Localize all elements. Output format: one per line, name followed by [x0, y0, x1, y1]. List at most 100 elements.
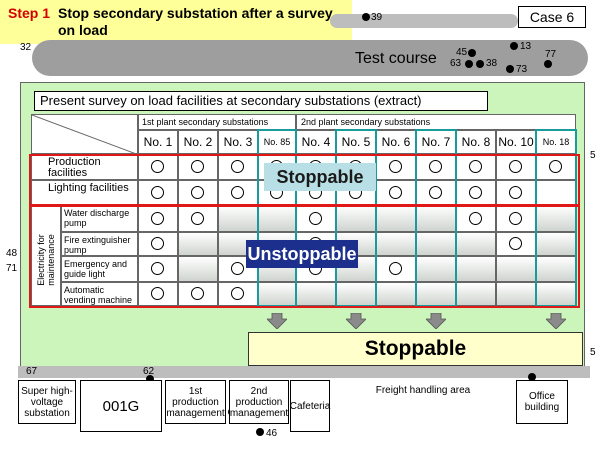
facility-box: 001G: [80, 380, 162, 432]
load-mark-circle: [429, 185, 442, 199]
survey-title: Present survey on load facilities at sec…: [34, 91, 488, 111]
unstoppable-rows-box: [29, 205, 580, 308]
row-label: Fire extinguisher pump: [61, 232, 138, 256]
category-cell: Electricity for maintenance: [31, 205, 61, 306]
map-marker: [506, 65, 514, 73]
table-cell: [178, 282, 218, 306]
map-number: 5: [590, 150, 596, 161]
group-header-1st: 1st plant secondary substations: [138, 114, 296, 130]
down-arrow-icon: [545, 312, 567, 330]
map-marker: [362, 13, 370, 21]
load-mark-circle: [231, 262, 244, 275]
table-cell: [416, 282, 456, 306]
table-cell: [416, 232, 456, 256]
step-text: Stop secondary substation after a survey…: [58, 5, 333, 38]
map-road-top: [330, 14, 518, 28]
load-mark-circle: [509, 160, 522, 173]
load-mark-circle: [151, 211, 164, 225]
map-marker: [476, 60, 484, 68]
table-cell: [178, 205, 218, 232]
stoppable-label: Stoppable: [264, 163, 376, 191]
down-arrow-icon: [425, 312, 447, 330]
down-arrow-icon: [266, 312, 288, 330]
map-marker: [544, 60, 552, 68]
map-number: 67: [26, 366, 38, 377]
facility-box: 1st production management: [165, 380, 226, 424]
map-marker: [468, 49, 476, 57]
row-label: Water discharge pump: [61, 205, 138, 232]
map-number: 48: [6, 248, 18, 259]
case-label: Case 6: [518, 6, 586, 28]
table-cell: [296, 282, 336, 306]
column-header: No. 8: [456, 130, 496, 154]
load-mark-circle: [231, 160, 244, 173]
table-cell: [178, 232, 218, 256]
load-mark-circle: [151, 185, 164, 199]
map-number: 32: [20, 42, 32, 53]
load-mark-circle: [469, 160, 482, 173]
column-header: No. 3: [218, 130, 258, 154]
map-road-bottom: [18, 366, 590, 378]
load-mark-circle: [429, 160, 442, 173]
test-course-track: [32, 40, 588, 76]
load-mark-circle: [191, 287, 204, 300]
map-number: 71: [6, 263, 18, 274]
map-number: 63: [450, 58, 462, 69]
test-course-label: Test course: [355, 50, 437, 67]
map-marker: [510, 42, 518, 50]
column-header: No. 2: [178, 130, 218, 154]
load-mark-circle: [151, 160, 164, 173]
map-number: 5: [590, 347, 596, 358]
load-mark-circle: [389, 262, 402, 275]
table-cell: [336, 205, 376, 232]
column-header: No. 1: [138, 130, 178, 154]
load-mark-circle: [231, 287, 244, 300]
row-label: Lighting facilities: [31, 180, 138, 205]
map-number: 38: [486, 58, 498, 69]
row-label: Automatic vending machine: [61, 282, 138, 306]
load-mark-circle: [549, 160, 562, 173]
load-mark-circle: [389, 160, 402, 173]
load-mark-circle: [191, 185, 204, 199]
row-label: Emergency and guide light: [61, 256, 138, 282]
facility-box: Freight handling area: [375, 384, 471, 396]
table-cell: [456, 282, 496, 306]
map-number: 73: [516, 64, 528, 75]
map-number: 62: [143, 366, 155, 377]
load-mark-circle: [509, 185, 522, 199]
map-number: 46: [266, 428, 278, 439]
load-mark-circle: [469, 211, 482, 225]
step-label: Step 1: [8, 5, 51, 21]
map-number: 13: [520, 41, 532, 52]
table-cell: [178, 256, 218, 282]
map-marker: [528, 373, 536, 381]
load-mark-circle: [151, 237, 164, 250]
table-cell: [376, 232, 416, 256]
stoppable-result-label: Stoppable: [248, 332, 583, 366]
table-corner: [31, 114, 138, 154]
load-mark-circle: [191, 211, 204, 225]
load-mark-circle: [151, 287, 164, 300]
facility-box: Office building: [516, 380, 568, 424]
row-label: Production facilities: [31, 154, 138, 180]
load-mark-circle: [389, 185, 402, 199]
facility-box: 2nd production management: [229, 380, 289, 424]
table-cell: [456, 256, 496, 282]
load-mark-circle: [309, 211, 322, 225]
load-mark-circle: [509, 237, 522, 250]
column-header: No. 4: [296, 130, 336, 154]
group-header-2nd: 2nd plant secondary substations: [296, 114, 576, 130]
facility-box: Cafeteria: [290, 380, 330, 432]
map-number: 77: [545, 49, 557, 60]
map-marker: [256, 428, 264, 436]
load-mark-circle: [231, 185, 244, 199]
load-mark-circle: [509, 211, 522, 225]
column-header: No. 10: [496, 130, 536, 154]
map-marker: [465, 60, 473, 68]
column-header: No. 18: [536, 130, 576, 154]
table-cell: [496, 256, 536, 282]
column-header: No. 6: [376, 130, 416, 154]
facility-box: Super high-voltage substation: [18, 380, 76, 424]
down-arrow-icon: [345, 312, 367, 330]
load-mark-circle: [191, 160, 204, 173]
